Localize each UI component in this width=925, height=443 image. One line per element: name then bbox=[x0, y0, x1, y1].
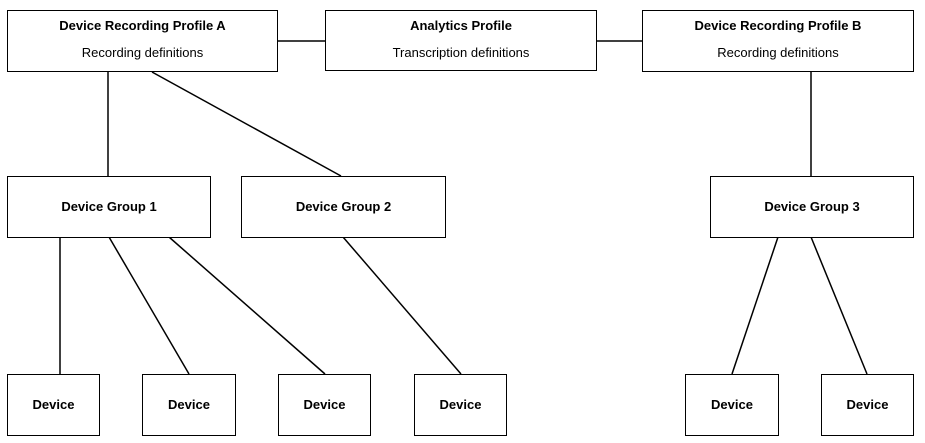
device-group-2-box: Device Group 2 bbox=[241, 176, 446, 238]
edge-group-3-to-device-6 bbox=[810, 236, 868, 375]
device-group-1-box: Device Group 1 bbox=[7, 176, 211, 238]
device-4-label: Device bbox=[439, 397, 482, 412]
edge-group-2-to-device-4 bbox=[342, 236, 462, 375]
device-group-3-label: Device Group 3 bbox=[764, 199, 860, 214]
device-1-box: Device bbox=[7, 374, 100, 436]
device-2-label: Device bbox=[168, 397, 210, 412]
recording-profile-a-title: Device Recording Profile A bbox=[59, 18, 226, 33]
analytics-profile-subtitle: Transcription definitions bbox=[392, 45, 530, 60]
device-1-label: Device bbox=[32, 397, 75, 412]
edge-group-1-to-device-2 bbox=[108, 236, 190, 375]
device-5-label: Device bbox=[711, 397, 753, 412]
analytics-profile-box: Analytics Profile Transcription definiti… bbox=[325, 10, 597, 71]
recording-profile-b-box: Device Recording Profile B Recording def… bbox=[642, 10, 914, 72]
device-6-label: Device bbox=[846, 397, 889, 412]
device-group-1-label: Device Group 1 bbox=[61, 199, 157, 214]
device-group-2-label: Device Group 2 bbox=[295, 199, 392, 214]
device-3-box: Device bbox=[278, 374, 371, 436]
device-3-label: Device bbox=[303, 397, 346, 412]
device-6-box: Device bbox=[821, 374, 914, 436]
device-4-box: Device bbox=[414, 374, 507, 436]
recording-profile-b-title: Device Recording Profile B bbox=[694, 18, 862, 33]
edge-group-3-to-device-5 bbox=[731, 236, 779, 375]
edge-group-1-to-device-3 bbox=[168, 236, 326, 375]
analytics-profile-title: Analytics Profile bbox=[410, 18, 512, 33]
edge-profile-a-to-group-2 bbox=[151, 71, 342, 177]
recording-profile-a-box: Device Recording Profile A Recording def… bbox=[7, 10, 278, 72]
recording-profile-a-subtitle: Recording definitions bbox=[81, 45, 204, 60]
device-5-box: Device bbox=[685, 374, 779, 436]
device-2-box: Device bbox=[142, 374, 236, 436]
recording-profile-b-subtitle: Recording definitions bbox=[717, 45, 839, 60]
device-group-3-box: Device Group 3 bbox=[710, 176, 914, 238]
